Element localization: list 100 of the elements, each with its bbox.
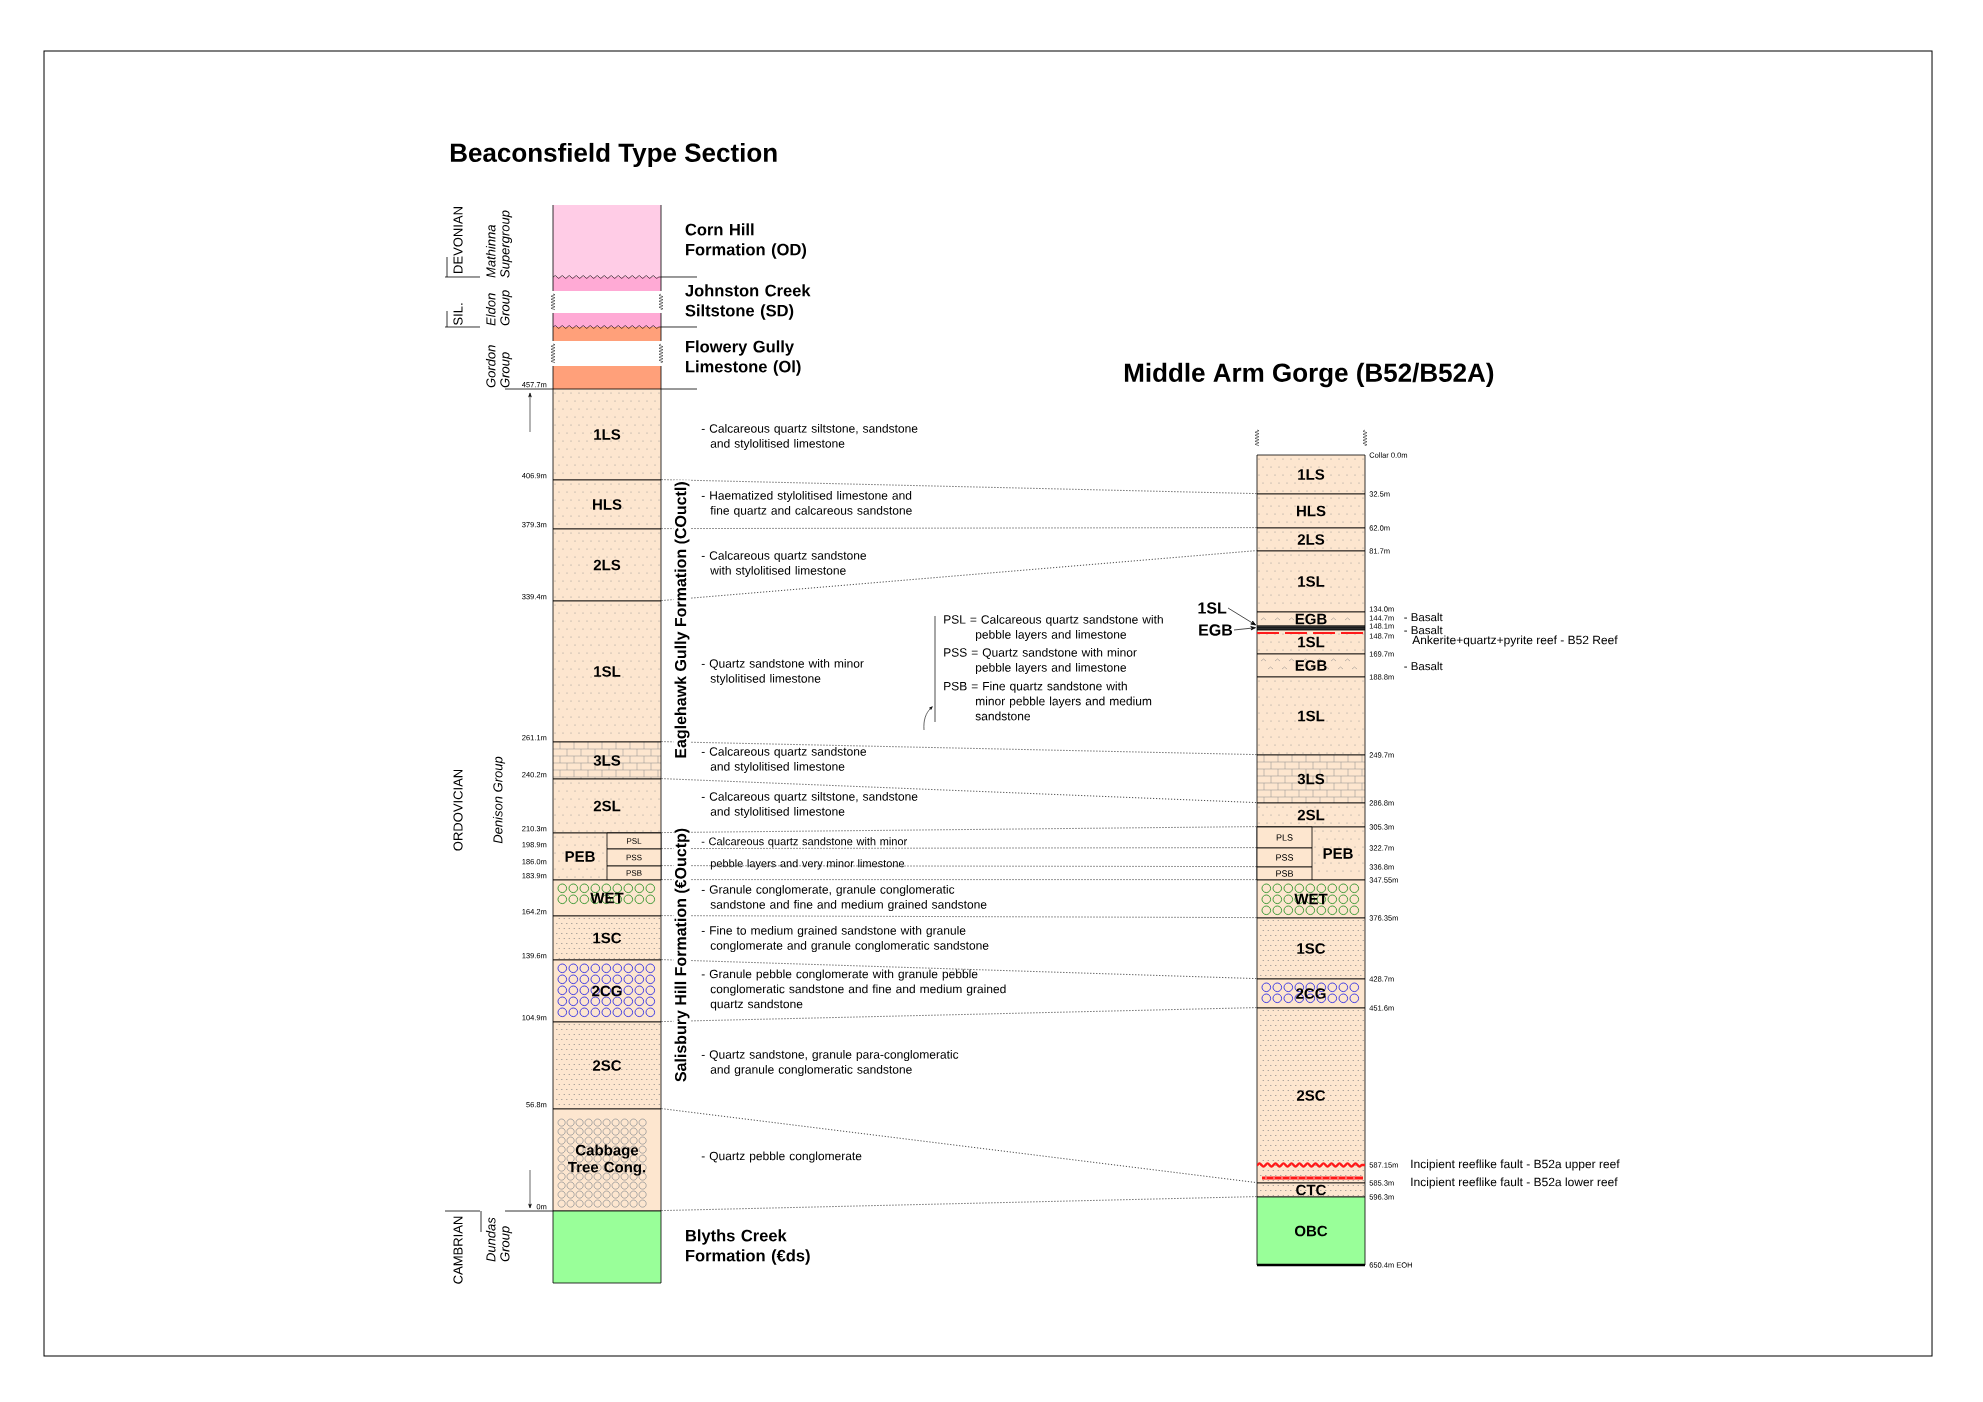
- correlation-line: [661, 826, 1257, 833]
- leader-arrow: [1233, 626, 1256, 631]
- node-label: 1SL: [1298, 636, 1325, 648]
- description-text: - Quartz pebble conglomerate: [701, 1151, 862, 1163]
- formation-box: Corn Hill Formation (OD): [552, 204, 807, 278]
- description-text: - Calcareous quartz sandstone with stylolitised limestone: [701, 550, 867, 578]
- node-label: WET: [1294, 893, 1328, 905]
- rock-unit-box: CTC: [1256, 1182, 1366, 1198]
- correlation-line: [661, 550, 1257, 601]
- correlation-line: [661, 959, 1257, 979]
- reef-note: Incipient reeflike fault - B52a upper reef: [1411, 1159, 1620, 1171]
- group-label: Dundas Group: [485, 1217, 513, 1262]
- node-label: PSB: [1276, 870, 1294, 877]
- node-label: PEB: [1323, 848, 1353, 859]
- abbreviation-note: PSL = Calcareous quartz sandstone with pebble layers and limestone: [944, 614, 1163, 642]
- rock-unit-box: 1LS: [1256, 454, 1366, 495]
- description-text: - Fine to medium grained sandstone with granule conglomerate and granule conglomeratic sandstone: [701, 925, 989, 953]
- rock-unit-box: HLS: [552, 479, 662, 530]
- description-text: - Calcareous quartz sandstone and stylolitised limestone: [701, 746, 867, 774]
- description-text: - Calcareous quartz sandstone with minor pebble layers and very minor limestone: [701, 837, 908, 870]
- node-label: 2SL: [593, 800, 621, 812]
- correlation-line: [661, 915, 1257, 918]
- description-text: - Basalt: [1404, 625, 1443, 635]
- node-label: PSB: [626, 870, 642, 876]
- node-label: 1SL: [594, 666, 621, 677]
- node-label: 1SC: [593, 932, 622, 944]
- formation-box: Johnston Creek Siltstone (SD): [550, 275, 811, 328]
- unit-label: 1SL: [1198, 602, 1227, 614]
- node-label: 1LS: [1298, 469, 1325, 480]
- rock-unit-box: PSL: [606, 832, 662, 850]
- rock-unit-box: PSB: [606, 865, 662, 881]
- rock-unit-box: OBC: [1256, 1196, 1366, 1267]
- correlation-line: [661, 879, 1257, 880]
- abbreviation-note: PSB = Fine quartz sandstone with minor pebble layers and medium sandstone: [944, 681, 1152, 721]
- rock-unit-box: 1LS: [552, 388, 662, 481]
- correlation-line: [661, 778, 1257, 803]
- description-text: - Calcareous quartz siltstone, sandstone and stylolitised limestone: [701, 791, 918, 819]
- description-text: - Basalt: [1404, 661, 1443, 671]
- correlation-line: [661, 847, 1257, 849]
- rock-unit-box: PLS: [1256, 826, 1313, 849]
- formation-box: Blyths Creek Formation (€ds): [552, 1210, 810, 1284]
- description-text: - Quartz sandstone with minor stylolitised limestone: [701, 658, 864, 686]
- node-label: HLS: [593, 499, 622, 510]
- group-label: Gordon Group: [485, 345, 513, 388]
- group-label: Denison Group: [492, 756, 506, 844]
- rock-unit-box: 1SC: [552, 915, 662, 961]
- section-title: Beaconsfield Type Section: [450, 142, 777, 168]
- rock-unit-box: Cabbage Tree Cong.: [552, 1108, 662, 1212]
- node-label: 2LS: [1297, 534, 1325, 545]
- node-label: Johnston Creek Siltstone (SD): [685, 284, 811, 320]
- rock-unit-box: 2CG: [552, 959, 662, 1023]
- period-label: SIL.: [453, 303, 463, 325]
- rock-unit-box: HLS: [1256, 493, 1366, 529]
- node-label: 2SC: [1296, 1090, 1326, 1101]
- correlation-line: [661, 1007, 1257, 1022]
- correlation-line: [661, 1196, 1257, 1211]
- description-text: - Quartz sandstone, granule para-conglomeratic and granule conglomeratic sandstone: [701, 1049, 959, 1077]
- description-text: - Haematized stylolitised limestone and fine quartz and calcareous sandstone: [701, 490, 912, 518]
- description-text: - Basalt: [1404, 612, 1443, 622]
- rock-unit-box: EGB: [1256, 611, 1366, 627]
- description-text: - Granule conglomerate, granule conglomeratic sandstone and fine and medium grained sandstone: [701, 884, 987, 912]
- node-label: 2SL: [1297, 809, 1325, 821]
- rock-unit-box: 1SL: [1256, 629, 1366, 655]
- unit-label: EGB: [1199, 624, 1233, 636]
- rock-unit-box: 2LS: [552, 528, 662, 602]
- rock-unit-box: 2LS: [1256, 527, 1366, 552]
- group-label: Mathinna Supergroup: [485, 210, 513, 278]
- description-text: - Calcareous quartz siltstone, sandstone and stylolitised limestone: [701, 423, 918, 451]
- leader-arrow: [1227, 607, 1257, 626]
- node-label: Flowery Gully Limestone (Ol): [686, 340, 801, 376]
- formation-label: Salisbury Hill Formation (€Ouctp): [673, 826, 691, 1084]
- node-label: 2LS: [593, 559, 621, 571]
- node-label: 3LS: [1297, 773, 1325, 785]
- rock-unit-box: 2SC: [552, 1021, 662, 1110]
- section-title: Middle Arm Gorge (B52/B52A): [1124, 362, 1494, 388]
- reef-note: Incipient reeflike fault - B52a lower reef: [1411, 1177, 1618, 1189]
- node-label: PSS: [1276, 854, 1294, 861]
- node-label: EGB: [1295, 660, 1327, 671]
- node-label: WET: [590, 892, 624, 904]
- formation-label: Eaglehawk Gully Formation (COuctl): [673, 480, 691, 760]
- period-label: ORDOVICIAN: [453, 769, 463, 851]
- node-label: 2CG: [1296, 988, 1326, 999]
- description-text: - Granule pebble conglomerate with granule pebble conglomeratic sandstone and fine and medium grained quartz sandstone: [701, 969, 1006, 1011]
- node-label: PSS: [626, 854, 642, 861]
- node-label: Corn Hill Formation (OD): [685, 223, 807, 259]
- formation-box: Flowery Gully Limestone (Ol): [550, 325, 801, 390]
- node-label: 2CG: [592, 985, 622, 997]
- reef-note: Ankerite+quartz+pyrite reef - B52 Reef: [1412, 635, 1618, 647]
- node-label: 1LS: [594, 429, 621, 440]
- node-label: PLS: [1276, 834, 1293, 841]
- correlation-line: [661, 479, 1257, 494]
- rock-unit-box: EGB: [1256, 653, 1366, 678]
- node-label: 1SC: [1297, 943, 1326, 954]
- correlation-line: [661, 527, 1257, 529]
- rock-unit-box: 3LS: [552, 741, 662, 780]
- node-label: PSL: [627, 838, 642, 844]
- period-label: DEVONIAN: [453, 207, 463, 273]
- node-label: 1SL: [1298, 710, 1325, 722]
- node-label: 1SL: [1298, 576, 1325, 587]
- node-label: Blyths Creek Formation (€ds): [686, 1229, 810, 1265]
